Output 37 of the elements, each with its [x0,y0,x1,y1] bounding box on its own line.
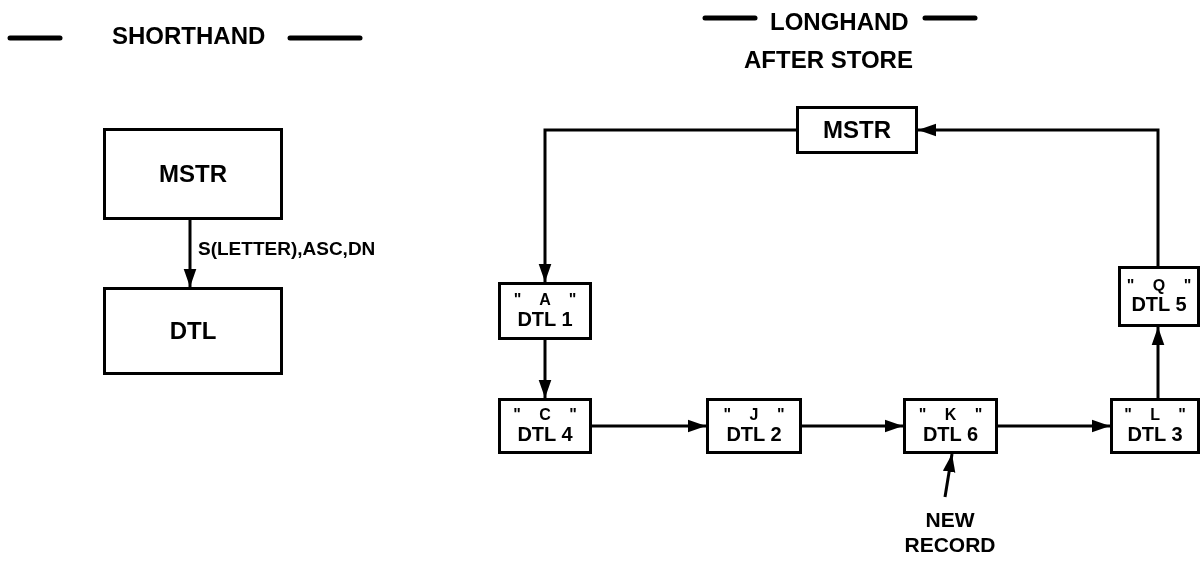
record-box [498,398,592,454]
record-key: " J " [723,407,785,424]
record-box [103,128,283,220]
record-name: DTL 2 [726,423,782,445]
heading: AFTER STORE [744,46,913,74]
arrow [592,419,706,433]
record-name: DTL 3 [1127,423,1183,445]
record-key: " L " [1124,407,1186,424]
record-name: DTL 5 [1131,294,1187,316]
heading: SHORTHAND [112,22,266,50]
record-box [1118,266,1200,327]
record-key: " K " [918,407,983,424]
record-key: " A " [513,292,577,309]
arrow [183,220,197,287]
arrow [998,419,1110,433]
record-box [103,287,283,375]
record-box [498,282,592,340]
arrow [538,340,552,398]
arrow [1151,327,1165,398]
arrow [538,128,796,282]
record-box [903,398,998,454]
record-name: DTL 4 [517,423,573,445]
record-box [1110,398,1200,454]
record-name: DTL 1 [517,308,573,330]
note-text: NEW RECORD [905,497,995,567]
record-box [706,398,802,454]
record-name: MSTR [823,117,891,143]
record-name: MSTR [159,161,227,187]
arrow [918,123,1160,266]
record-key: " C " [513,407,577,424]
record-box [796,106,918,154]
heading: LONGHAND [770,8,909,36]
arrow [942,453,956,498]
arrow [802,419,903,433]
record-name: DTL [169,318,217,344]
record-name: DTL 6 [922,423,979,445]
record-key: " Q " [1126,277,1192,295]
